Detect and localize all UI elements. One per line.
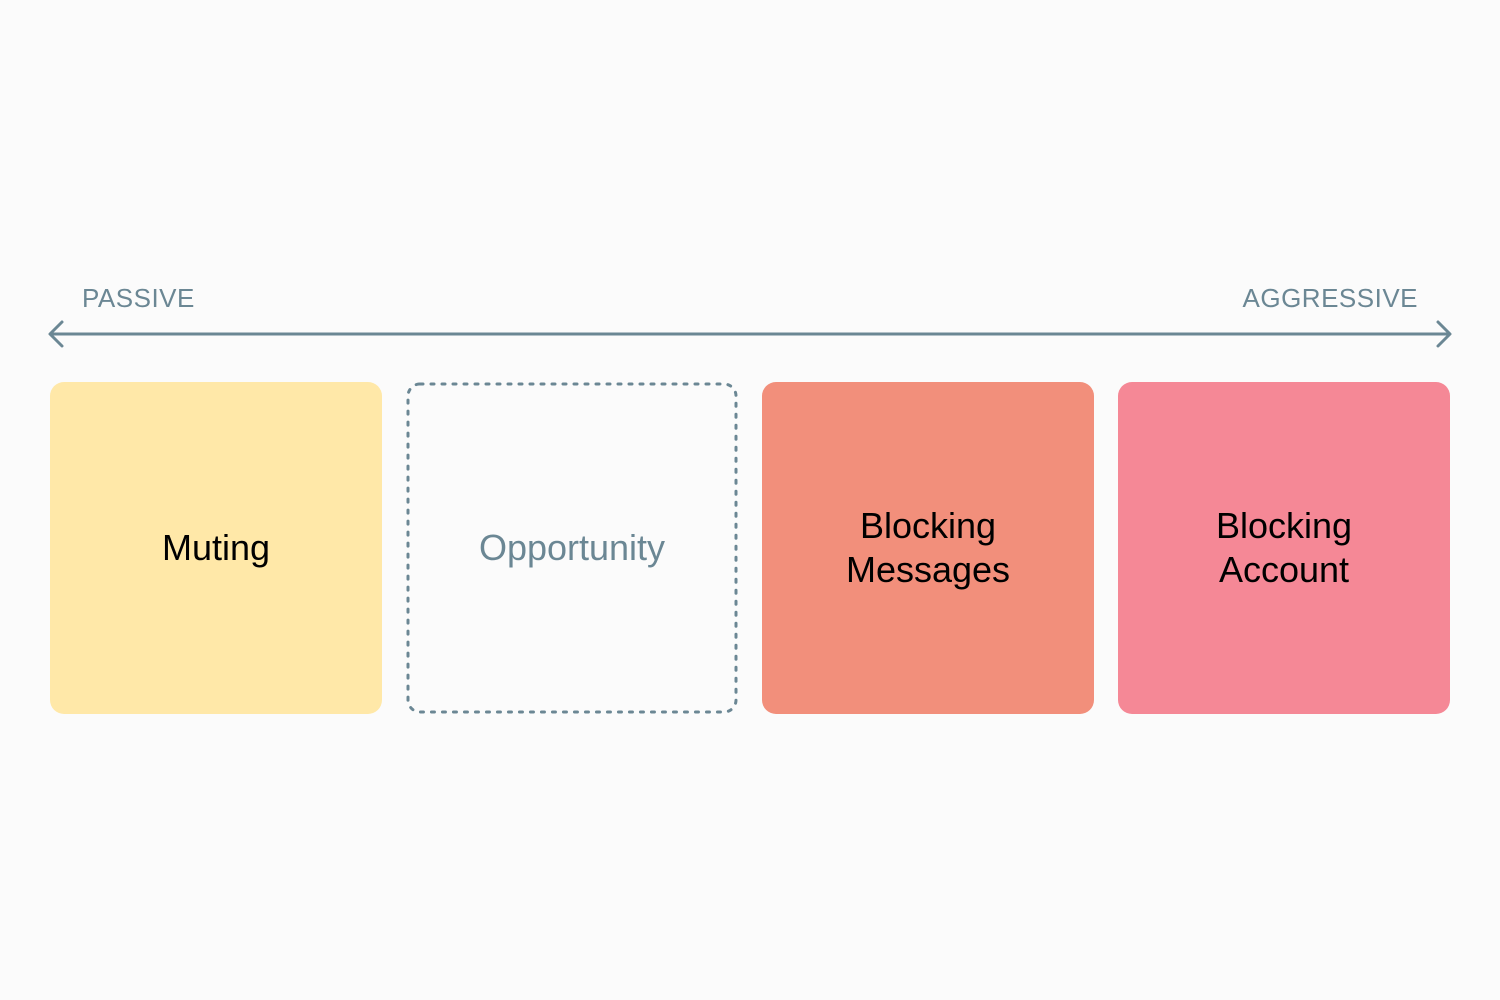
card-label-blocking-account: Blocking Account [1215, 505, 1353, 590]
card-blocking-account: Blocking Account [1118, 382, 1450, 714]
card-label-blocking-messages: Blocking Messages [845, 505, 1011, 590]
action-cards: Muting Opportunity Blocking Messages Blo… [50, 382, 1450, 714]
aggressive-label: AGGRESSIVE [1242, 283, 1418, 313]
card-blocking-messages: Blocking Messages [762, 382, 1094, 714]
card-opportunity: Opportunity [406, 382, 738, 714]
right-arrowhead-icon [1436, 320, 1452, 348]
passive-aggressive-axis-arrow [48, 320, 1452, 348]
passive-label: PASSIVE [82, 283, 195, 313]
card-muting: Muting [50, 382, 382, 714]
card-label-opportunity: Opportunity [478, 527, 666, 568]
card-label-muting: Muting [161, 527, 271, 568]
left-arrowhead-icon [48, 320, 64, 348]
dotted-outline [406, 382, 738, 714]
